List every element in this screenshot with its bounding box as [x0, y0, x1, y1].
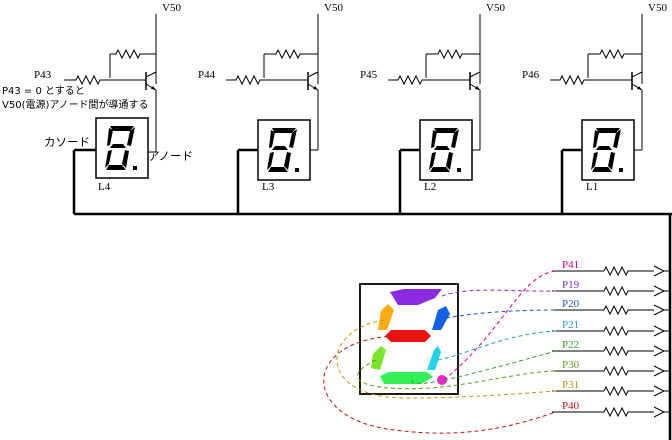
input-label-p44: P44: [198, 69, 216, 81]
mini-segment: [596, 146, 612, 150]
segment-c: [427, 346, 441, 370]
segment-d: [380, 372, 433, 384]
mini-digit-1: [105, 126, 137, 170]
driver-module-l2: V50 P45 L2: [360, 2, 505, 214]
wire-p30: [357, 359, 557, 390]
cathode-label: カソード: [44, 135, 90, 149]
mini-segment: [430, 167, 450, 172]
mini-segment: [592, 167, 612, 172]
power-label: V50: [162, 2, 181, 14]
mini-segment: [429, 152, 436, 170]
pin-label-p22: P22: [562, 339, 579, 351]
segment-dp: [437, 375, 447, 385]
mini-segment: [434, 146, 450, 150]
digit-label-l3: L3: [262, 181, 275, 193]
mini-digit-3: [429, 128, 461, 172]
mini-segment: [268, 167, 288, 172]
note-line-1: P43 = 0 とすると: [2, 85, 85, 97]
pin-label-p40: P40: [562, 400, 580, 412]
mini-segment: [110, 126, 134, 131]
digit-label-l2: L2: [424, 181, 436, 193]
pin-label-p19: P19: [562, 279, 580, 291]
power-label: V50: [648, 2, 667, 14]
mini-segment: [289, 129, 297, 148]
segment-display-large: [359, 283, 459, 395]
segment-g: [385, 330, 431, 342]
mini-segment: [269, 130, 275, 148]
wire-p41: [443, 270, 557, 381]
mini-segment: [122, 150, 129, 168]
segment-b: [432, 306, 450, 330]
input-label-p45: P45: [360, 69, 378, 81]
pin-label-p31: P31: [562, 379, 579, 391]
mini-segment: [284, 152, 291, 170]
pin-row: [552, 365, 670, 377]
mini-segment: [110, 144, 126, 148]
common-bus: [74, 212, 672, 440]
pin-row: [552, 285, 670, 297]
power-label: V50: [324, 2, 343, 14]
mini-segment: [593, 130, 599, 148]
wire-p21: [437, 330, 557, 361]
mini-segment: [127, 127, 135, 146]
pin-row: [552, 345, 670, 357]
mini-segment: [451, 129, 459, 148]
mini-segment: [105, 150, 112, 168]
driver-module-l1: V50 P46 L1: [522, 2, 667, 214]
input-label-p46: P46: [522, 69, 540, 81]
mini-dot: [457, 168, 461, 172]
pin-label-p21: P21: [562, 319, 579, 331]
mini-segment: [608, 152, 615, 170]
segment-f: [378, 304, 394, 330]
mini-segment: [613, 129, 621, 148]
wire-p20: [445, 309, 557, 319]
mini-segment: [431, 130, 437, 148]
driver-module-l4: V50 P43 L4: [34, 2, 181, 214]
pin-row: [552, 304, 670, 316]
mini-segment: [434, 128, 458, 133]
pin-row: [552, 265, 670, 277]
pin-label-p30: P30: [562, 359, 580, 371]
mini-segment: [107, 128, 113, 146]
mini-segment: [272, 146, 288, 150]
digit-label-l4: L4: [98, 181, 111, 193]
mini-digit-2: [267, 128, 299, 172]
anode-label: アノード: [148, 149, 193, 163]
segment-e: [371, 346, 386, 370]
wire-p22: [411, 350, 557, 385]
pin-row: [552, 406, 670, 418]
pin-label-p41: P41: [562, 259, 579, 271]
mini-dot: [619, 168, 623, 172]
mini-segment: [106, 165, 126, 170]
mini-dot: [133, 166, 137, 170]
mini-digit-4: [591, 128, 623, 172]
pin-label-p20: P20: [562, 298, 580, 310]
wire-p40: [323, 335, 557, 434]
mini-segment: [596, 128, 620, 133]
mini-segment: [272, 128, 296, 133]
segment-a: [390, 289, 442, 305]
wire-p19: [441, 289, 557, 297]
wire-p31: [336, 319, 557, 399]
note-line-2: V50(電源)アノード間が導通する: [2, 98, 148, 111]
pin-row: [552, 385, 670, 397]
mini-dot: [295, 168, 299, 172]
segment-pin-rows: [552, 265, 670, 418]
power-label: V50: [486, 2, 505, 14]
mini-segment: [446, 152, 453, 170]
mini-digit-glyphs: [105, 126, 623, 172]
mini-segment: [591, 152, 598, 170]
digit-label-l1: L1: [586, 181, 598, 193]
mini-segment: [267, 152, 274, 170]
input-label-p43: P43: [34, 69, 52, 81]
segment-wires: [323, 270, 557, 434]
driver-module-l3: V50 P44 L3: [198, 2, 343, 214]
pin-row: [552, 325, 670, 337]
